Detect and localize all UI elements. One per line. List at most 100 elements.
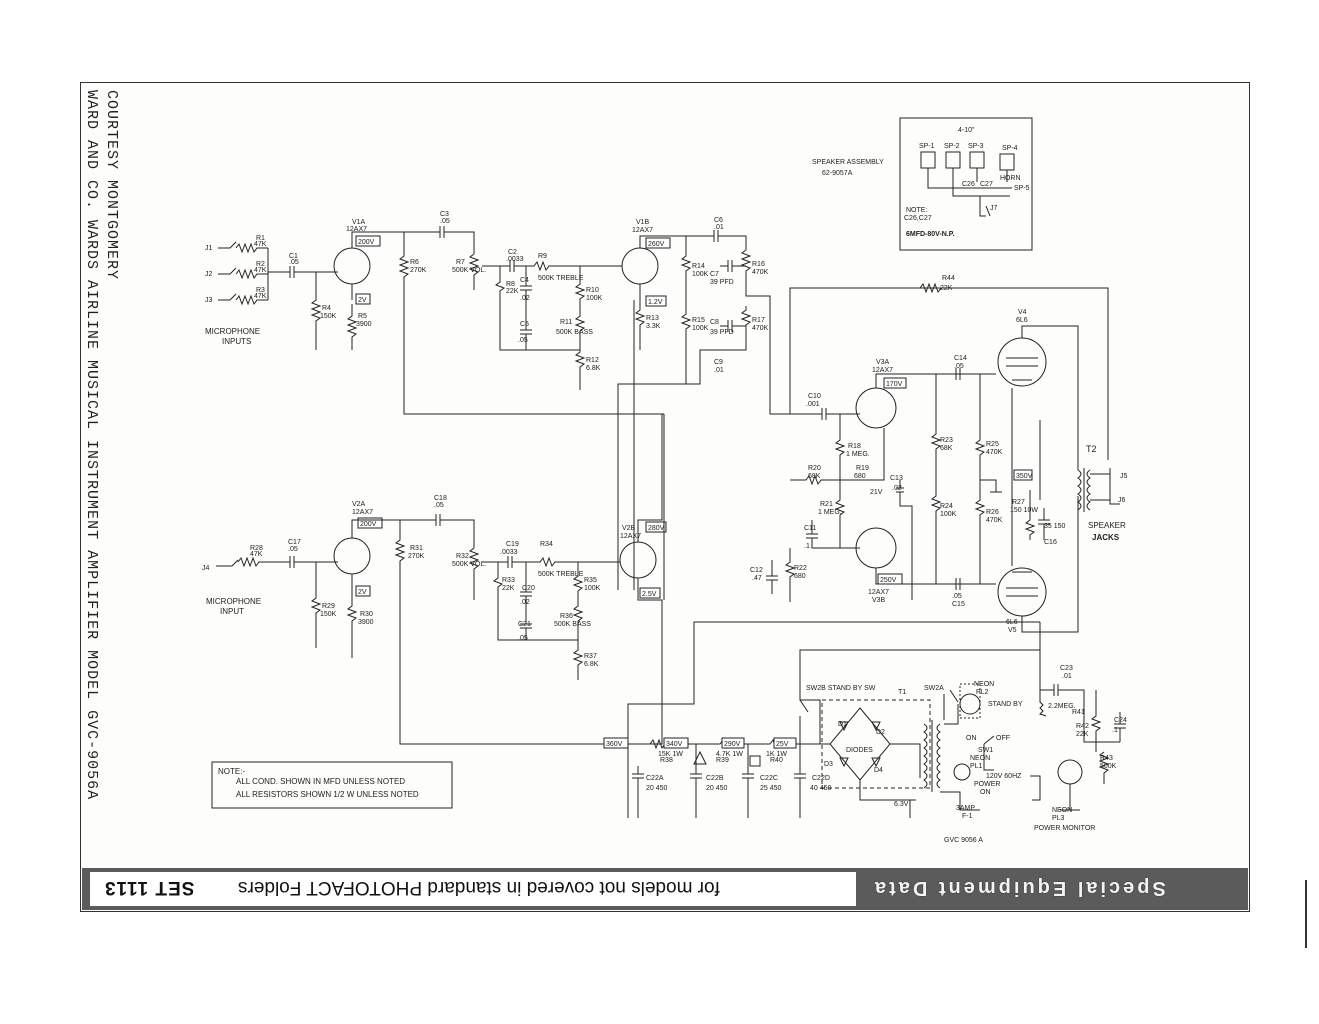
- r14-value: 100K: [692, 271, 709, 278]
- c22c-label: C22C: [760, 775, 778, 782]
- r24-value: 100K: [940, 511, 957, 518]
- b-plus-340: 290V: [724, 741, 741, 748]
- c22a-value: 20 450: [646, 785, 668, 792]
- v1a-tube: [333, 247, 371, 285]
- r35-value: 100K: [584, 585, 601, 592]
- r4-label: R4: [322, 305, 331, 312]
- notes-line2: ALL RESISTORS SHOWN 1/2 W UNLESS NOTED: [236, 790, 419, 799]
- c22c-value: 25 450: [760, 785, 782, 792]
- sw2b-label: SW2B STAND BY SW: [806, 685, 876, 692]
- c10-value: .001: [806, 401, 820, 408]
- speaker-note-caps: C26,C27: [904, 215, 932, 222]
- c26-label: C26: [962, 181, 975, 188]
- j2-label: J2: [205, 271, 213, 278]
- v3b-tube: [855, 527, 897, 569]
- v5-tube: [997, 567, 1047, 617]
- r33-label: R33: [502, 577, 515, 584]
- c13-label: C13: [890, 475, 903, 482]
- c18-label: C18: [434, 495, 447, 502]
- r7-label: R7: [456, 259, 465, 266]
- r34-label: R34: [540, 541, 553, 548]
- sp2-label: SP-2: [944, 143, 960, 150]
- mic-input-line2: INPUT: [220, 607, 244, 616]
- c1-label: C1: [289, 253, 298, 260]
- v3a-tube: [855, 387, 897, 429]
- r20-label: R20: [808, 465, 821, 472]
- schematic-sheet: [80, 82, 1250, 912]
- r34-value: 500K TREBLE: [538, 571, 584, 578]
- r40-value: 1K 1W: [766, 751, 787, 758]
- r22-label: R22: [794, 565, 807, 572]
- scan-artifact-line: [1305, 880, 1307, 948]
- v2b-tube: [619, 541, 657, 579]
- neon-pl3-line2: PL3: [1052, 815, 1065, 822]
- r15-value: 100K: [692, 325, 709, 332]
- t1-label: T1: [898, 689, 906, 696]
- c20-label: C20: [522, 585, 535, 592]
- r32-value: 500K VOL.: [452, 561, 486, 568]
- v3a-plate-voltage: 170V: [886, 381, 903, 388]
- r40-label: R40: [770, 757, 783, 764]
- c18-value: .05: [434, 502, 444, 509]
- r38-value: 15K 1W: [658, 751, 683, 758]
- r8-value: 22K: [506, 288, 519, 295]
- sp3-label: SP-3: [968, 143, 984, 150]
- r42-value: 22K: [1076, 731, 1089, 738]
- d1-label: D1: [838, 721, 847, 728]
- mic-inputs-line1: MICROPHONE: [205, 327, 260, 336]
- speaker-size: 4-10": [958, 127, 975, 134]
- r4-value: 150K: [320, 313, 337, 320]
- v2a-label: V2A: [352, 501, 366, 508]
- speaker-jacks-line1: SPEAKER: [1088, 521, 1126, 530]
- c19-label: C19: [506, 541, 519, 548]
- c15-label: C15: [952, 601, 965, 608]
- r36-label: R36: [560, 613, 573, 620]
- c7-label: C7: [710, 271, 719, 278]
- heater-voltage: 6.3V: [894, 801, 909, 808]
- r17-label: R17: [752, 317, 765, 324]
- r17-value: 470K: [752, 325, 769, 332]
- c9-label: C9: [714, 359, 723, 366]
- diodes-label: DIODES: [846, 747, 873, 754]
- v1b-label: V1B: [636, 219, 650, 226]
- j4-label: J4: [202, 565, 210, 572]
- on-label: ON: [966, 735, 977, 742]
- r23-value: 68K: [940, 445, 953, 452]
- speaker-assembly-title: SPEAKER ASSEMBLY: [812, 159, 884, 166]
- v2a-plate-voltage: 200V: [360, 521, 377, 528]
- r22-value: 680: [794, 573, 806, 580]
- r25-label: R25: [986, 441, 999, 448]
- v1a-label: V1A: [352, 219, 366, 226]
- c2-value: .0033: [506, 256, 524, 263]
- r5-label: R5: [358, 313, 367, 320]
- neon-pl3: [1057, 759, 1083, 785]
- speaker-assembly-box: [899, 117, 1033, 251]
- c11-value: .1: [804, 543, 810, 550]
- r42-label: R42: [1076, 723, 1089, 730]
- j5-label: J5: [1120, 473, 1128, 480]
- c6-label: C6: [714, 217, 723, 224]
- v3b-type: 12AX7: [868, 589, 889, 596]
- v2b-cathode-voltage: 2.5V: [642, 591, 657, 598]
- v2b-type: 12AX7: [620, 533, 641, 540]
- r19-value: 680: [854, 473, 866, 480]
- c7-value: 39 PFD: [710, 279, 734, 286]
- r10-label: R10: [586, 287, 599, 294]
- r13-value: 3.3K: [646, 323, 661, 330]
- c8-value: 39 PFD: [710, 329, 734, 336]
- r6-label: R6: [410, 259, 419, 266]
- c5-value: .05: [518, 337, 528, 344]
- v1b-type: 12AX7: [632, 227, 653, 234]
- sw2a-label: SW2A: [924, 685, 944, 692]
- neon-pl2-line2: PL2: [976, 689, 989, 696]
- speaker-assembly: SPEAKER ASSEMBLY 62-9057A 4-10" SP-1 SP-…: [812, 117, 1033, 251]
- r28-value: 47K: [250, 551, 263, 558]
- r3-value: 47K: [254, 293, 267, 300]
- c1-value: .05: [289, 259, 299, 266]
- t2-label: T2: [1086, 444, 1097, 454]
- r11-label: R11: [560, 319, 572, 326]
- r3-label: R3: [256, 287, 265, 294]
- sp5-label: SP-5: [1014, 185, 1030, 192]
- r26-label: R26: [986, 509, 999, 516]
- line-voltage: 120V 60HZ: [986, 773, 1022, 780]
